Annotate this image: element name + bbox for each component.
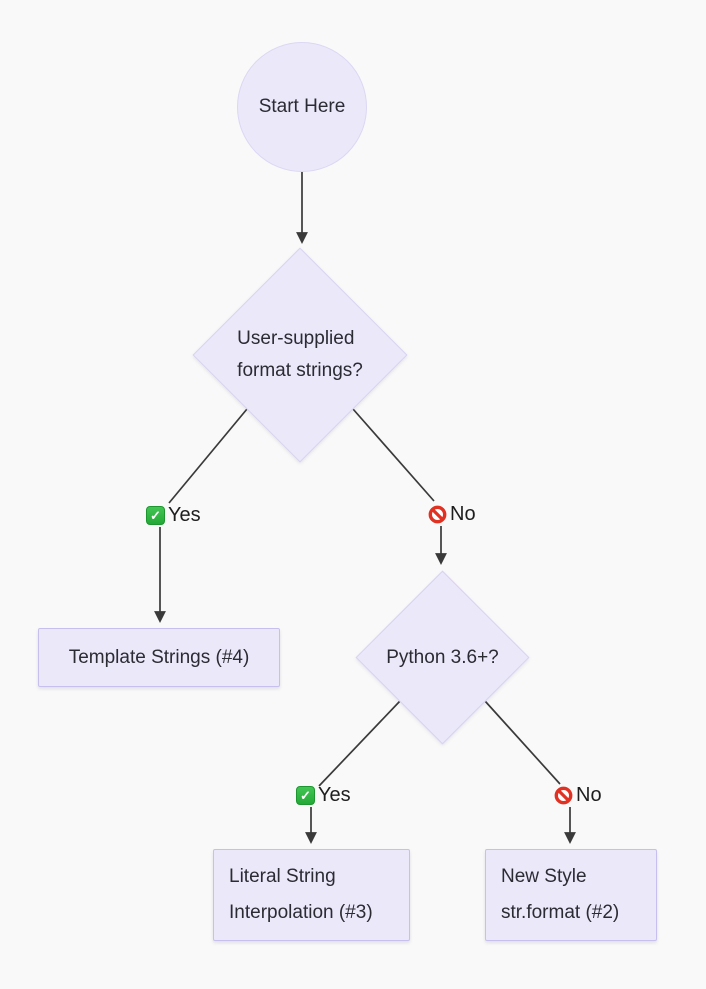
- edge-label-q2-no-text: No: [576, 783, 602, 806]
- edge-label-q2-yes-text: Yes: [318, 783, 351, 806]
- edge-label-q2-no: No: [554, 783, 602, 806]
- edge-label-q1-no: No: [428, 502, 476, 525]
- check-icon: ✓: [296, 785, 315, 805]
- node-question-user-supplied: User-supplied format strings?: [192, 247, 408, 463]
- node-question-user-supplied-label: User-supplied format strings?: [237, 328, 363, 381]
- node-literal-interpolation-label: Literal String Interpolation (#3): [229, 866, 373, 923]
- node-question-python36: Python 3.6+?: [355, 570, 530, 745]
- check-icon: ✓: [146, 505, 165, 525]
- prohibited-icon: [428, 505, 447, 523]
- edge-label-q1-yes-text: Yes: [168, 503, 201, 526]
- edge-label-q2-yes: ✓ Yes: [296, 783, 351, 806]
- node-template-strings: Template Strings (#4): [38, 628, 280, 687]
- edge-label-q1-yes: ✓ Yes: [146, 503, 201, 526]
- node-template-strings-label: Template Strings (#4): [68, 646, 250, 668]
- node-new-style-format: New Style str.format (#2): [485, 849, 657, 941]
- node-new-style-format-label: New Style str.format (#2): [501, 866, 620, 923]
- node-start-label: Start Here: [258, 96, 346, 117]
- node-question-python36-label: Python 3.6+?: [386, 646, 499, 668]
- edge-label-q1-no-text: No: [450, 502, 476, 525]
- node-literal-interpolation: Literal String Interpolation (#3): [213, 849, 410, 941]
- prohibited-icon: [554, 786, 573, 804]
- node-start: Start Here: [237, 42, 367, 172]
